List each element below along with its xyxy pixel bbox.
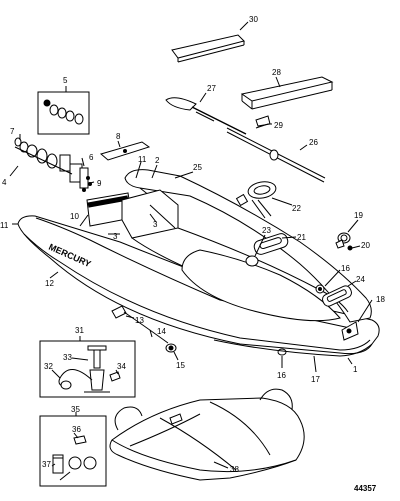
- callout-21: 21: [297, 233, 306, 242]
- callout-35: 35: [71, 405, 80, 414]
- callout-6: 6: [89, 153, 94, 162]
- callout-22: 22: [292, 204, 301, 213]
- callout-38: 38: [230, 465, 239, 474]
- callout-11: 11: [138, 155, 147, 164]
- callout-34: 34: [117, 362, 126, 371]
- callout-16: 16: [277, 371, 286, 380]
- part-28-seat: [240, 76, 334, 110]
- part-38-bag: [109, 388, 305, 481]
- callout-30: 30: [249, 15, 258, 24]
- callout-3: 3: [113, 232, 118, 241]
- part-24-handle: [322, 285, 352, 307]
- callout-32: 32: [44, 362, 53, 371]
- callout-25: 25: [193, 163, 202, 172]
- part-27-oar: [165, 97, 247, 135]
- callout-29: 29: [274, 121, 283, 130]
- part-35-repair-box: [39, 415, 107, 487]
- reference-number: 44357: [354, 484, 377, 493]
- part-16-valve: [315, 284, 325, 294]
- part-13-15-painter: [111, 305, 177, 353]
- callout-19: 19: [354, 211, 363, 220]
- callout-16: 16: [341, 264, 350, 273]
- callout-31: 31: [75, 326, 84, 335]
- callout-23: 23: [262, 226, 271, 235]
- callout-14: 14: [157, 327, 166, 336]
- callout-24: 24: [356, 275, 365, 284]
- callout-28: 28: [272, 68, 281, 77]
- callout-5: 5: [63, 76, 68, 85]
- callout-1: 1: [353, 365, 358, 374]
- part-31-pump-box: [39, 340, 136, 398]
- callout-7: 7: [10, 127, 15, 136]
- callout-18: 18: [376, 295, 385, 304]
- callout-20: 20: [361, 241, 370, 250]
- callout-9: 9: [97, 179, 102, 188]
- part-22-clamp: [235, 181, 277, 219]
- callout-13: 13: [135, 316, 144, 325]
- callout-12: 12: [45, 279, 54, 288]
- callout-3: 3: [153, 220, 158, 229]
- part-21-handle: [253, 233, 289, 255]
- callout-8: 8: [116, 132, 121, 141]
- part-19-20-oarlock: [335, 232, 353, 251]
- callout-11: 11: [0, 221, 9, 230]
- part-4-valve-assembly: [14, 137, 92, 192]
- part-8-plate: [99, 141, 151, 161]
- part-18-fitting: [341, 321, 359, 341]
- callout-15: 15: [176, 361, 185, 370]
- part-5-kit-box: [37, 91, 90, 135]
- callout-10: 10: [70, 212, 79, 221]
- callout-33: 33: [63, 353, 72, 362]
- callout-17: 17: [311, 375, 320, 384]
- callout-26: 26: [309, 138, 318, 147]
- callout-4: 4: [2, 178, 7, 187]
- callout-37: 37: [42, 460, 51, 469]
- part-23-patch: [245, 255, 259, 267]
- callout-2: 2: [155, 156, 160, 165]
- callout-27: 27: [207, 84, 216, 93]
- callout-36: 36: [72, 425, 81, 434]
- part-30-board: [171, 34, 245, 63]
